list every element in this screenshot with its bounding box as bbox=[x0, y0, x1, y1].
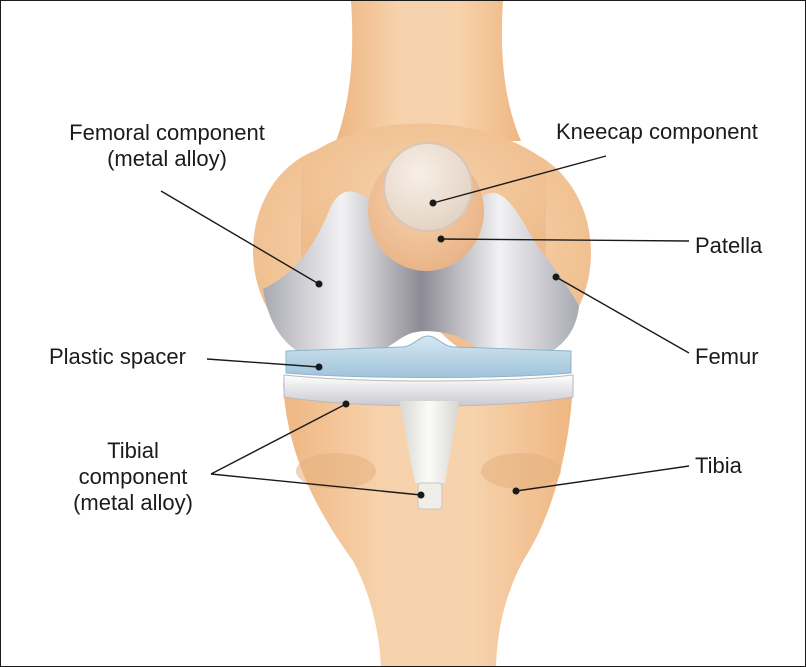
tibia-shadow-right bbox=[481, 453, 561, 489]
label-femur: Femur bbox=[695, 344, 759, 370]
label-kneecap-component: Kneecap component bbox=[556, 119, 758, 145]
label-femoral-line2: (metal alloy) bbox=[45, 146, 289, 172]
leader-dot-femoral bbox=[316, 281, 323, 288]
label-femoral-line1: Femoral component bbox=[45, 120, 289, 146]
leader-dot-patella bbox=[438, 236, 445, 243]
leader-dot-tibia bbox=[513, 488, 520, 495]
leader-dot-spacer bbox=[316, 364, 323, 371]
label-tibial-line2: component bbox=[53, 464, 213, 490]
label-tibial-line1: Tibial bbox=[53, 438, 213, 464]
label-patella: Patella bbox=[695, 233, 762, 259]
femur-shaft bbox=[336, 1, 521, 141]
label-tibial-component: Tibial component (metal alloy) bbox=[53, 438, 213, 516]
label-plastic-spacer: Plastic spacer bbox=[49, 344, 186, 370]
label-femoral-component: Femoral component (metal alloy) bbox=[45, 120, 289, 172]
leader-dot-tibial-stem bbox=[418, 492, 425, 499]
kneecap-component-shape bbox=[384, 143, 472, 231]
label-tibial-line3: (metal alloy) bbox=[53, 490, 213, 516]
label-tibia: Tibia bbox=[695, 453, 742, 479]
leader-dot-tibial-tray bbox=[343, 401, 350, 408]
leader-dot-femur bbox=[553, 274, 560, 281]
leader-dot-kneecap bbox=[430, 200, 437, 207]
